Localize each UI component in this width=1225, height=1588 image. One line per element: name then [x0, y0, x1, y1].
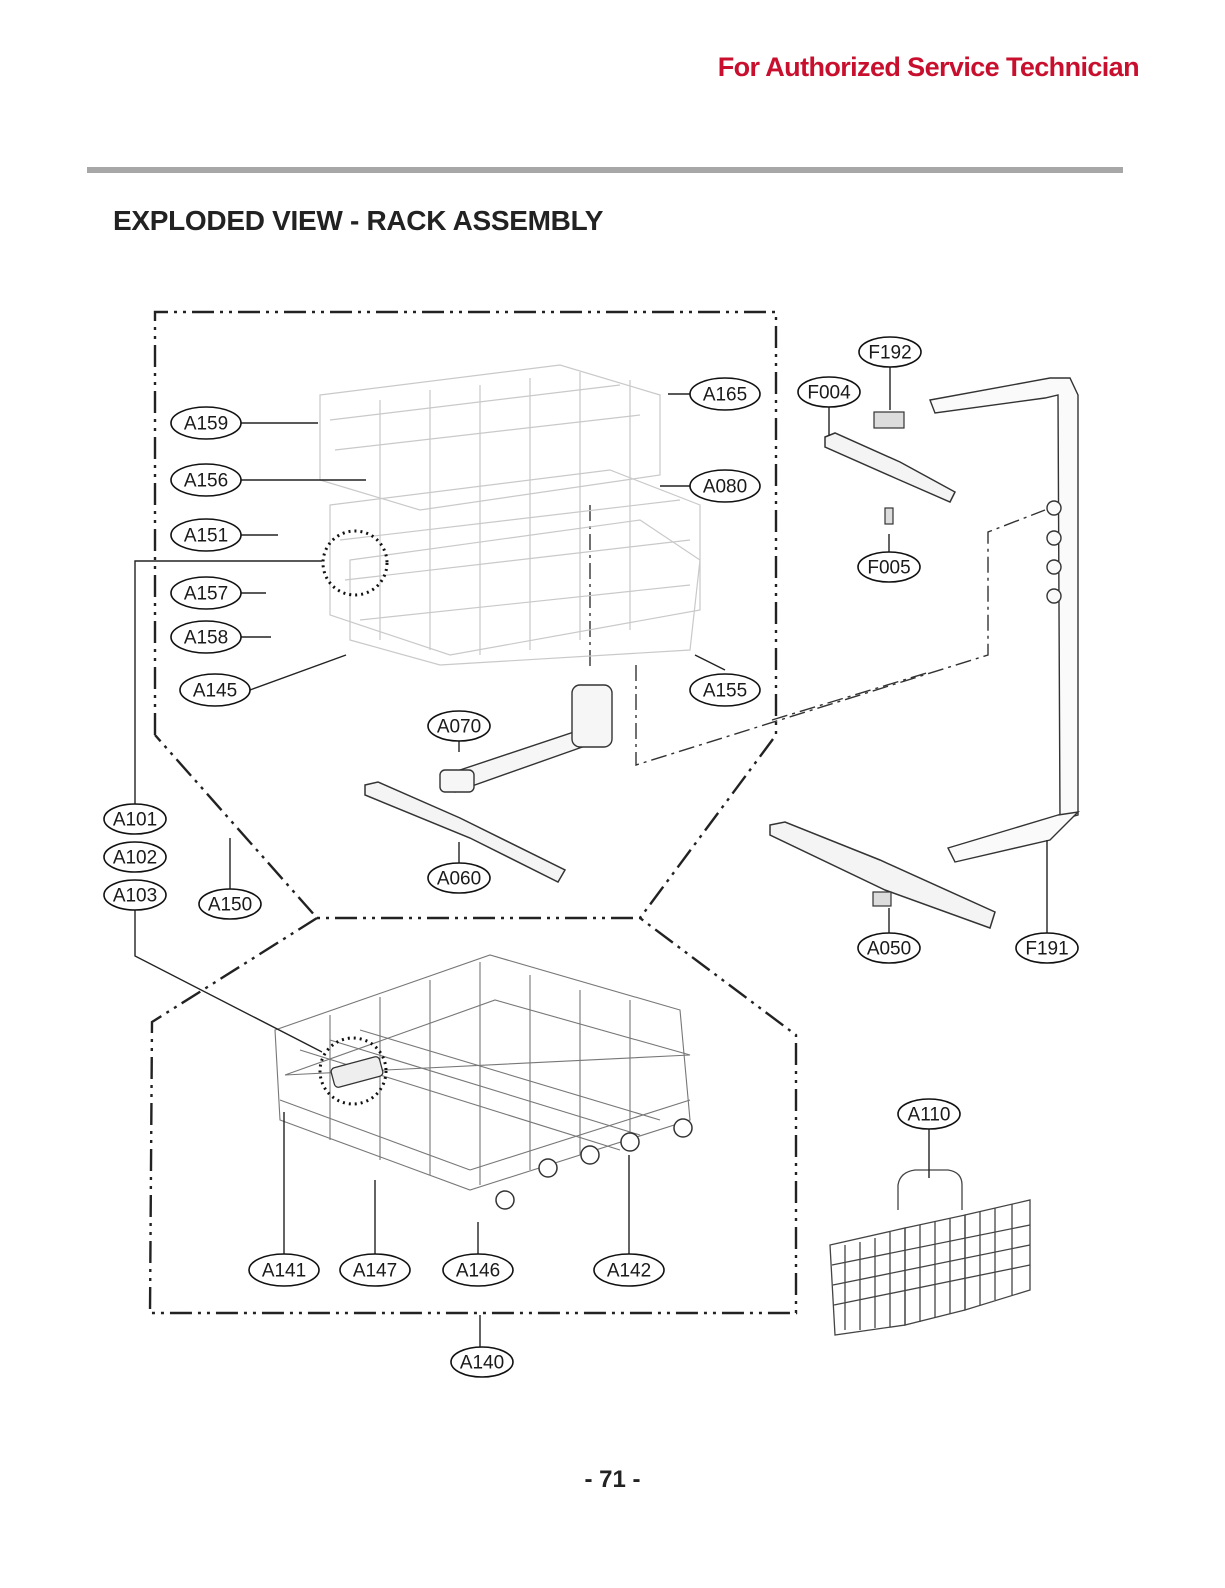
callout-label: A080 — [703, 477, 747, 498]
callout-a110[interactable] — [897, 1098, 961, 1130]
supply-pipe-f191 — [929, 377, 1080, 863]
callout-label: A142 — [607, 1261, 651, 1282]
callout-a156[interactable] — [170, 463, 242, 497]
water-pipe-a070 — [439, 684, 613, 793]
handle-detail-circle — [321, 529, 389, 597]
callout-label: A165 — [703, 385, 747, 406]
callout-label: A103 — [113, 886, 157, 907]
callout-a103[interactable] — [103, 879, 167, 911]
callout-label: F192 — [868, 343, 911, 364]
header-rule — [87, 167, 1123, 173]
callout-a102[interactable] — [103, 841, 167, 873]
lower-spray-arm-a050 — [769, 821, 996, 929]
lower-rack-illustration — [274, 954, 691, 1191]
callout-a155[interactable] — [689, 673, 761, 707]
callout-f004[interactable] — [797, 376, 861, 408]
callout-a101[interactable] — [103, 803, 167, 835]
silverware-basket-a110 — [829, 1169, 1031, 1336]
callout-a145[interactable] — [179, 673, 251, 707]
callout-label: A102 — [113, 848, 157, 869]
callout-label: A140 — [460, 1353, 504, 1374]
supply-connection-line — [771, 671, 931, 721]
callout-a165[interactable] — [689, 377, 761, 411]
callout-f005[interactable] — [857, 551, 921, 583]
callout-a141[interactable] — [248, 1253, 320, 1287]
callout-label: A151 — [184, 526, 228, 547]
lower-rack-group-boundary — [148, 916, 798, 1315]
nozzle-f192 — [873, 411, 905, 429]
callout-a146[interactable] — [442, 1253, 514, 1287]
callout-a080[interactable] — [689, 469, 761, 503]
callout-a140[interactable] — [450, 1346, 514, 1378]
upper-rack-group-boundary — [153, 310, 778, 920]
callout-label: A155 — [703, 681, 747, 702]
supply-connection-line — [635, 509, 1046, 766]
page-title: EXPLODED VIEW - RACK ASSEMBLY — [113, 205, 604, 236]
callout-label: A159 — [184, 414, 228, 435]
authorized-technician-note: For Authorized Service Technician — [717, 52, 1140, 82]
callout-label: F191 — [1025, 939, 1068, 960]
handle-detail-circle — [318, 1036, 388, 1106]
callout-a060[interactable] — [427, 862, 491, 894]
screw-f005 — [884, 507, 894, 525]
upper-rack-illustration — [319, 364, 701, 666]
callout-a151[interactable] — [170, 518, 242, 552]
callout-label: A150 — [208, 895, 252, 916]
spray-arm-hub — [872, 891, 892, 907]
callout-a142[interactable] — [593, 1253, 665, 1287]
callout-leader-lines — [134, 366, 1048, 1347]
callout-label: F004 — [807, 383, 851, 404]
callout-label: A156 — [184, 471, 228, 492]
lower-spray-arm-a060 — [364, 781, 567, 883]
callout-f192[interactable] — [858, 336, 922, 368]
callout-a070[interactable] — [427, 710, 491, 742]
callout-label: A145 — [193, 681, 237, 702]
upper-spray-arm-f004 — [824, 432, 956, 503]
callout-label: A146 — [456, 1261, 500, 1282]
callout-label: A141 — [262, 1261, 306, 1282]
rack-wheel-icon — [495, 1118, 693, 1210]
page-number: - 71 - — [584, 1466, 641, 1493]
callout-a158[interactable] — [170, 620, 242, 654]
callout-a050[interactable] — [857, 932, 921, 964]
callout-a147[interactable] — [339, 1253, 411, 1287]
callout-label: A158 — [184, 628, 228, 649]
callout-a159[interactable] — [170, 406, 242, 440]
callout-label: F005 — [867, 558, 910, 579]
callout-label: A070 — [437, 717, 481, 738]
callout-label: A060 — [437, 869, 481, 890]
callout-f191[interactable] — [1015, 932, 1079, 964]
callout-label: A050 — [867, 939, 911, 960]
callout-a157[interactable] — [170, 576, 242, 610]
callout-label: A147 — [353, 1261, 397, 1282]
callout-a150[interactable] — [198, 888, 262, 920]
callout-label: A101 — [113, 810, 157, 831]
rack-handle-icon — [330, 1056, 384, 1088]
callout-label: A110 — [908, 1105, 951, 1126]
callout-label: A157 — [184, 584, 228, 605]
